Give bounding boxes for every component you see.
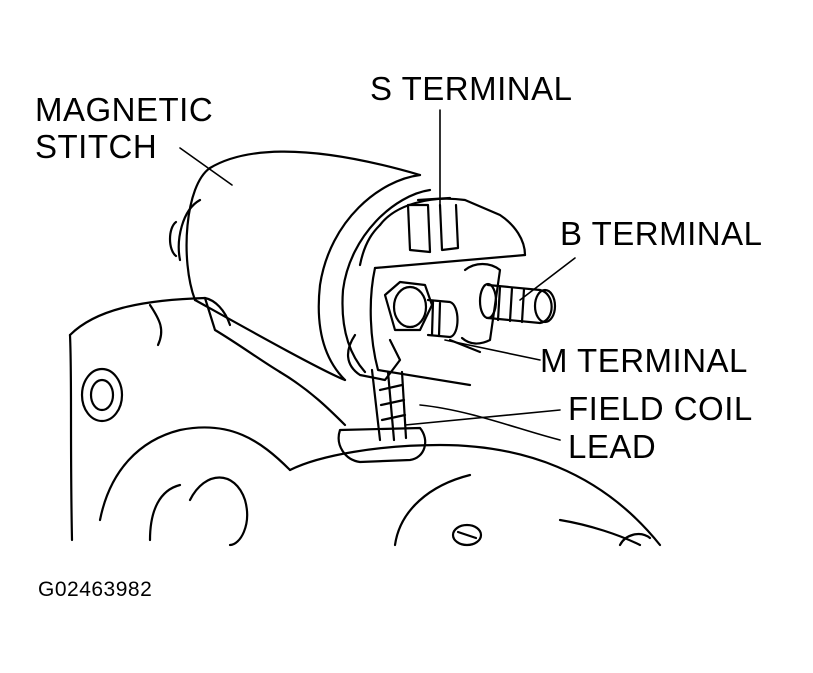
b-terminal-stud [460, 262, 557, 345]
s-terminal-spade [406, 203, 432, 254]
housing-bolt [451, 523, 483, 547]
label-magnetic-switch-line2: STITCH [35, 128, 158, 165]
terminal-block [358, 196, 557, 387]
leader-b-terminal [519, 257, 576, 301]
solenoid-body [168, 150, 432, 382]
figure-id: G02463982 [38, 578, 153, 601]
starter-housing [68, 296, 662, 547]
field-coil-lead [337, 333, 427, 464]
label-b-terminal: B TERMINAL [560, 215, 763, 252]
label-field-coil-lead-line2: LEAD [568, 428, 657, 465]
leader-magnetic-switch [179, 147, 233, 186]
label-field-coil-lead-line1: FIELD COIL [568, 390, 753, 427]
leader-lines [179, 109, 576, 441]
leader-field-coil-lead-b [419, 404, 561, 441]
mount-hole [80, 367, 124, 423]
label-s-terminal: S TERMINAL [370, 70, 573, 107]
label-m-terminal: M TERMINAL [540, 342, 748, 379]
m-terminal-stud [383, 280, 482, 354]
label-magnetic-switch-line1: MAGNETIC [35, 91, 214, 128]
leader-m-terminal [444, 339, 541, 361]
